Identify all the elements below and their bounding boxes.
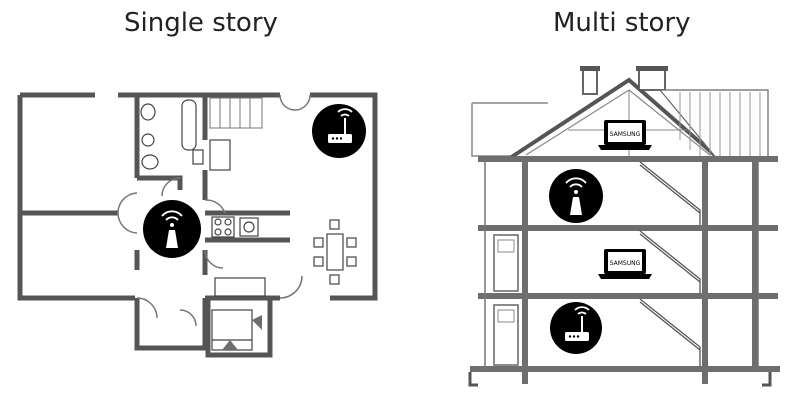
single-story-title: Single story <box>124 8 278 38</box>
laptop-brand-label: SAMSUNG <box>610 260 641 267</box>
router-icon <box>312 104 366 158</box>
laptop-brand-label: SAMSUNG <box>610 131 641 138</box>
single-story-floorplan <box>17 92 378 358</box>
router-icon <box>550 302 602 354</box>
multi-story-section: SAMSUNG SAMSUNG <box>468 66 780 387</box>
wifi-extender-icon <box>549 169 603 223</box>
wifi-extender-icon <box>143 200 201 258</box>
multi-story-title: Multi story <box>553 8 691 38</box>
